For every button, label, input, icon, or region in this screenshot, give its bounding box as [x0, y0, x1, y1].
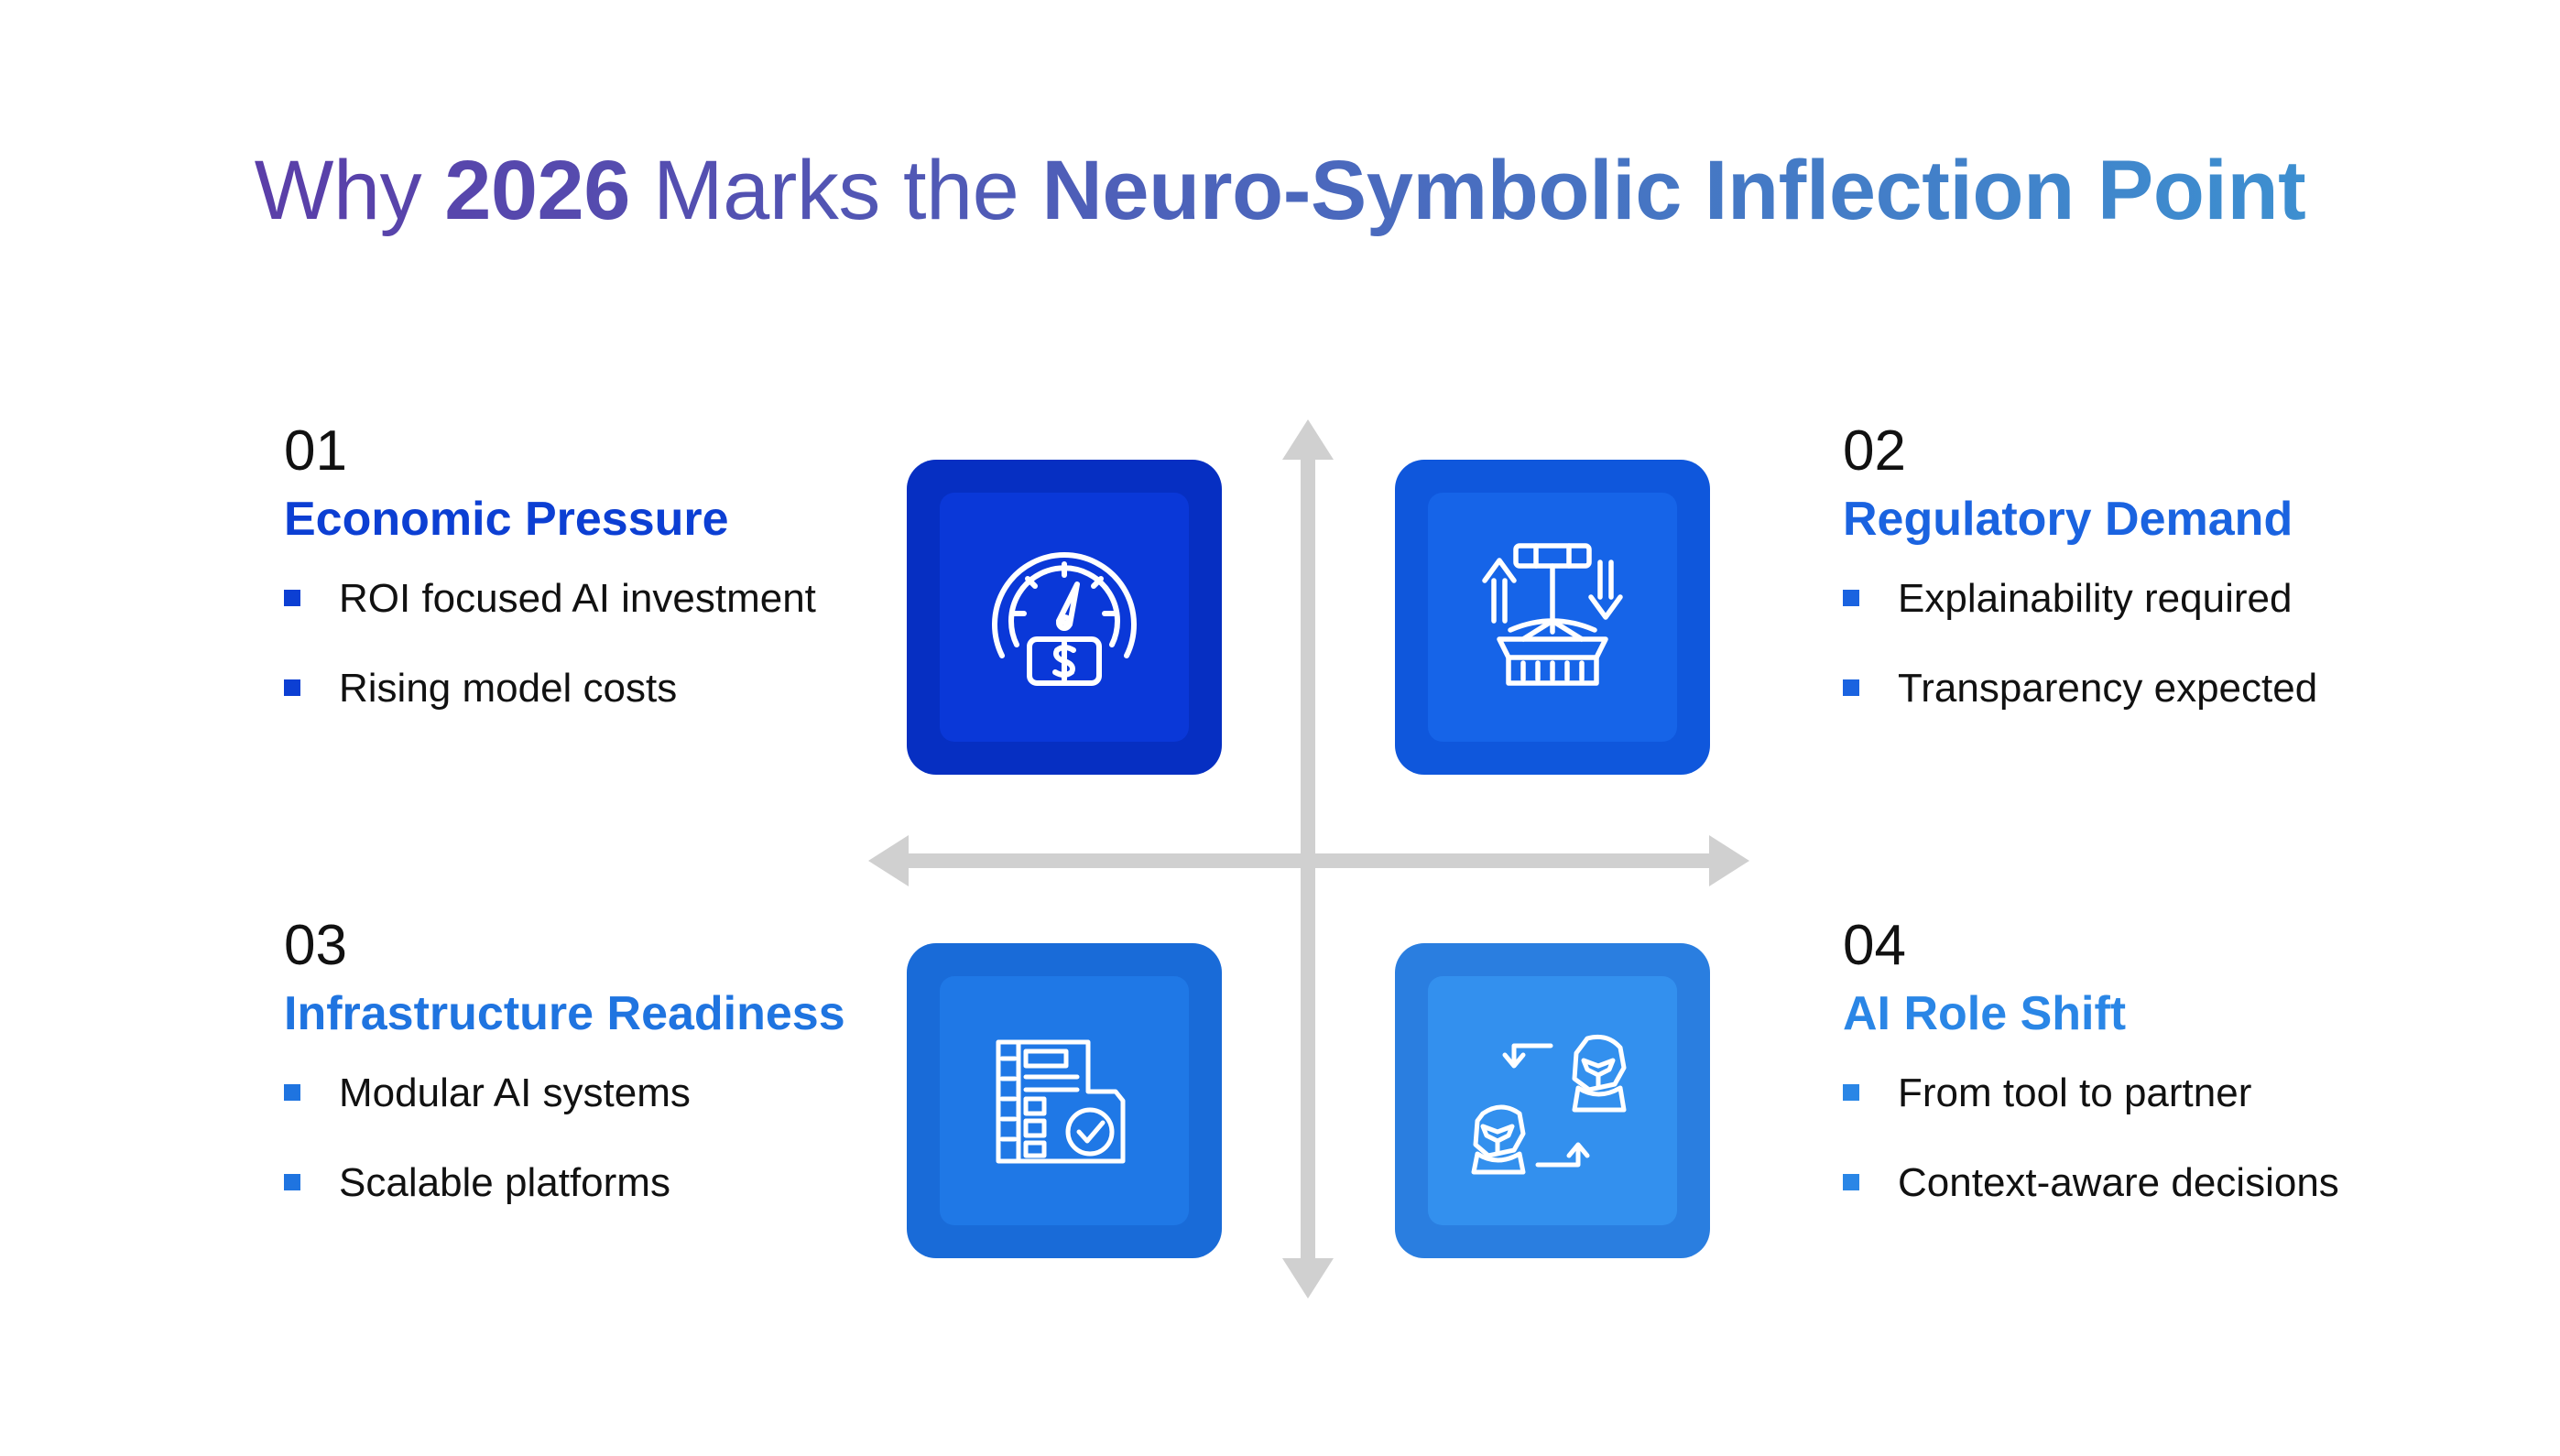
- tile-inner: [940, 976, 1189, 1225]
- bullet-text: Context-aware decisions: [1898, 1160, 2339, 1205]
- list-item: Context-aware decisions: [1843, 1159, 2339, 1207]
- quadrant-heading: Infrastructure Readiness: [284, 987, 845, 1040]
- bullet-text: Rising model costs: [339, 666, 678, 711]
- bullet-text: Scalable platforms: [339, 1160, 670, 1205]
- gavel-scales-icon: [1482, 543, 1623, 686]
- bullet-marker: [284, 1174, 300, 1190]
- list-item: Explainability required: [1843, 575, 2317, 623]
- bullet-marker: [1843, 1084, 1859, 1101]
- tile-economic-pressure: [907, 460, 1222, 775]
- list-item: ROI focused AI investment: [284, 575, 816, 623]
- quadrant-heading: AI Role Shift: [1843, 987, 2127, 1040]
- quadrant-04: 04 AI Role Shift From tool to partner Co…: [1843, 914, 2339, 1249]
- quadrant-heading: Economic Pressure: [284, 493, 729, 546]
- tile-ai-role-shift: [1395, 943, 1710, 1258]
- quadrant-number: 02: [1843, 419, 1906, 483]
- quadrant-heading: Regulatory Demand: [1843, 493, 2293, 546]
- list-item: Rising model costs: [284, 665, 816, 712]
- bullet-text: Modular AI systems: [339, 1070, 691, 1115]
- robot-exchange-icon: [1471, 1034, 1627, 1175]
- bullet-text: ROI focused AI investment: [339, 576, 816, 621]
- quadrant-number: 03: [284, 914, 347, 977]
- horizontal-axis: [907, 853, 1731, 868]
- quadrant-03: 03 Infrastructure Readiness Modular AI s…: [284, 914, 845, 1249]
- bullet-marker: [1843, 679, 1859, 696]
- bullet-list: From tool to partner Context-aware decis…: [1843, 1070, 2339, 1207]
- axis-arrow-down: [1282, 1258, 1334, 1298]
- axis-arrow-left: [868, 835, 909, 886]
- document-check-icon: [996, 1039, 1126, 1164]
- axis-arrow-up: [1282, 419, 1334, 460]
- bullet-marker: [1843, 1174, 1859, 1190]
- speedometer-dollar-icon: [992, 552, 1137, 686]
- quadrant-number: 04: [1843, 914, 1906, 977]
- tile-inner: [1428, 976, 1677, 1225]
- list-item: From tool to partner: [1843, 1070, 2339, 1117]
- tile-regulatory-demand: [1395, 460, 1710, 775]
- tile-infrastructure-readiness: [907, 943, 1222, 1258]
- bullet-text: Transparency expected: [1898, 666, 2318, 711]
- axis-arrow-right: [1709, 835, 1749, 886]
- bullet-marker: [284, 679, 300, 696]
- quadrant-number: 01: [284, 419, 347, 483]
- bullet-list: ROI focused AI investment Rising model c…: [284, 575, 816, 712]
- bullet-marker: [284, 590, 300, 606]
- bullet-marker: [1843, 590, 1859, 606]
- list-item: Scalable platforms: [284, 1159, 845, 1207]
- bullet-text: From tool to partner: [1898, 1070, 2252, 1115]
- list-item: Modular AI systems: [284, 1070, 845, 1117]
- bullet-list: Explainability required Transparency exp…: [1843, 575, 2317, 712]
- list-item: Transparency expected: [1843, 665, 2317, 712]
- bullet-list: Modular AI systems Scalable platforms: [284, 1070, 845, 1207]
- bullet-text: Explainability required: [1898, 576, 2293, 621]
- tile-inner: [1428, 493, 1677, 742]
- tile-inner: [940, 493, 1189, 742]
- bullet-marker: [284, 1084, 300, 1101]
- quadrant-01: 01 Economic Pressure ROI focused AI inve…: [284, 419, 816, 755]
- quadrant-02: 02 Regulatory Demand Explainability requ…: [1843, 419, 2317, 755]
